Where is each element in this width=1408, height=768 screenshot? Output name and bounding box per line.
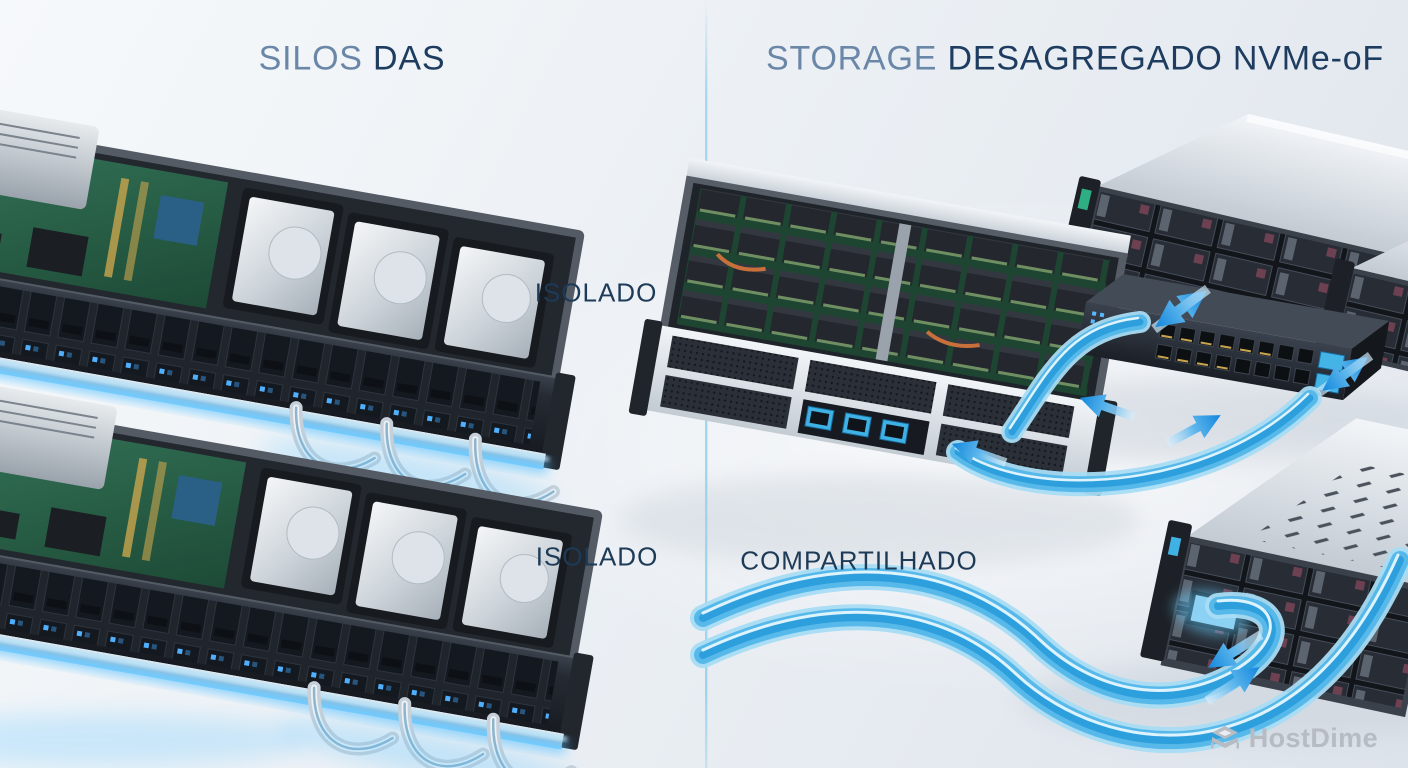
left-panel-title: SILOS DAS [259, 40, 446, 79]
layer-stack-icon [1210, 725, 1239, 748]
nvme-storage-array [628, 157, 1131, 496]
brand-watermark: HostDime [1209, 723, 1378, 754]
label-compartilhado: COMPARTILHADO [740, 545, 978, 576]
label-isolado-top: ISOLADO [534, 277, 658, 308]
sfp-transceivers [797, 399, 930, 456]
left-title-dark: DAS [373, 39, 446, 78]
label-isolado-bottom: ISOLADO [535, 541, 659, 572]
brand-name: HostDime [1248, 723, 1378, 753]
right-panel-title: STORAGE DESAGREGADO NVMe-oF [766, 40, 1384, 79]
fiber-cables [690, 311, 1408, 754]
compute-server-top [1056, 113, 1408, 350]
right-title-dark: DESAGREGADO NVMe-oF [947, 39, 1384, 78]
left-title-light: SILOS [258, 39, 363, 78]
right-title-light: STORAGE [766, 39, 938, 78]
